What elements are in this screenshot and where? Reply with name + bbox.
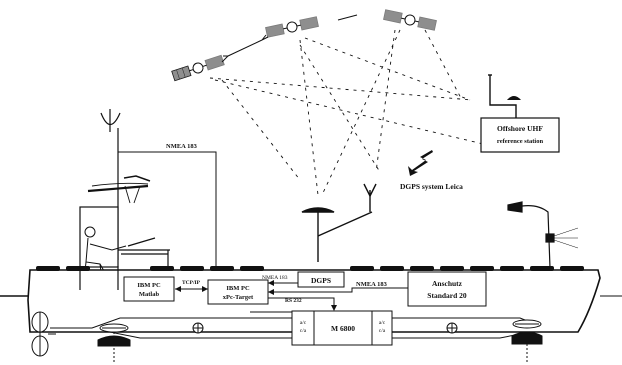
- satellite-icon: [171, 54, 225, 82]
- m6800-label: M 6800: [331, 324, 355, 333]
- deck-ridges: [36, 266, 584, 271]
- ibm-matlab-line1: IBM PC: [137, 282, 161, 289]
- rs232-link: RS 232: [268, 297, 337, 311]
- ibm-xpc-line2: xPc-Target: [223, 294, 254, 301]
- satellite-icon: [265, 16, 319, 38]
- dgps-antenna-icon: [301, 183, 377, 262]
- satellite-icon: [383, 9, 437, 31]
- dish-icon: [507, 96, 521, 100]
- propeller-icon: [31, 311, 56, 357]
- offshore-label-2: reference station: [497, 138, 544, 145]
- offshore-label-1: Offshore UHF: [497, 124, 543, 133]
- bridge-front: [79, 266, 119, 290]
- nmea-top-line: NMEA 183: [118, 143, 220, 284]
- ac-left-line2: c/a: [300, 328, 307, 334]
- nmea-small-label: NMEA 183: [262, 275, 288, 281]
- radio-link-icon: [408, 150, 433, 176]
- dgps-system-label: DGPS system Leica: [400, 182, 463, 191]
- anschutz-line1: Anschutz: [432, 279, 463, 288]
- nmea-small-link: NMEA 183: [262, 275, 298, 286]
- radar-icon: [87, 175, 151, 204]
- ac-right-line1: a/c: [379, 320, 386, 326]
- nmea-mid-link: NMEA 183: [268, 281, 408, 295]
- thruster-icon: [97, 323, 131, 362]
- anschutz-box: Anschutz Standard 20: [407, 271, 487, 307]
- tcpip-link: TCP/IP: [175, 280, 208, 292]
- anschutz-line2: Standard 20: [427, 291, 467, 300]
- rs232-label: RS 232: [285, 298, 302, 304]
- ibm-matlab-box: IBM PC Matlab: [123, 276, 175, 302]
- offshore-station: Offshore UHF reference station: [480, 74, 560, 153]
- m6800-box: a/c c/a M 6800 a/c c/a: [291, 310, 393, 346]
- ibm-xpc-line1: IBM PC: [226, 285, 250, 292]
- thruster-icon: [446, 322, 458, 334]
- ac-right-line2: c/a: [379, 328, 386, 334]
- nmea-mid-label: NMEA 183: [356, 281, 388, 288]
- dgps-box: DGPS: [297, 271, 345, 288]
- ibm-xpc-box: IBM PC xPc-Target: [207, 279, 269, 305]
- thruster-icon: [511, 319, 543, 362]
- tcpip-label: TCP/IP: [182, 280, 201, 286]
- bridge: [79, 206, 170, 268]
- satellite-links: [221, 14, 358, 63]
- thruster-icon: [192, 322, 204, 334]
- dgps-box-label: DGPS: [311, 276, 331, 285]
- nmea-top-label: NMEA 183: [166, 143, 198, 150]
- signal-lines: [209, 29, 501, 196]
- lamp-icon: [507, 201, 579, 269]
- ibm-matlab-line2: Matlab: [139, 291, 160, 298]
- ac-left-line1: a/c: [300, 320, 307, 326]
